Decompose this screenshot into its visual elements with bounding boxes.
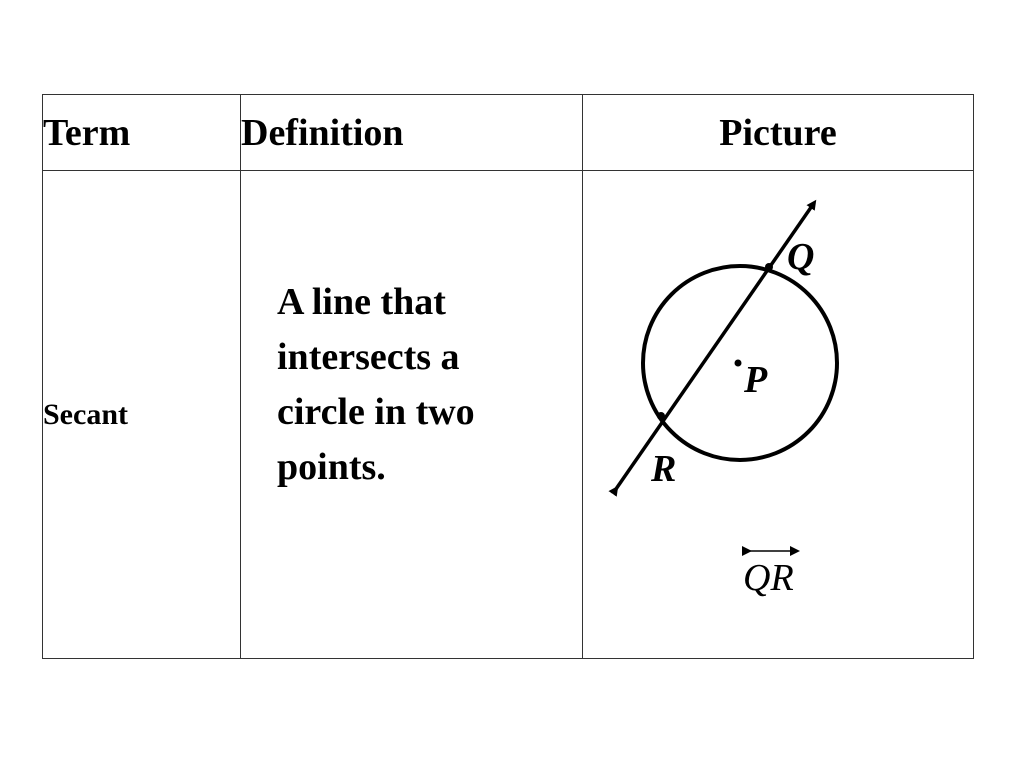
table-row: Secant A line that intersects a circle i…: [42, 170, 974, 659]
point-q-dot: [765, 263, 773, 271]
term-header: Term: [42, 94, 241, 171]
secant-diagram: Q P R QR: [608, 199, 839, 599]
point-r-dot: [657, 412, 665, 420]
secant-notation: QR: [743, 557, 794, 599]
picture-cell: Q P R QR: [582, 170, 974, 659]
vocabulary-table: Term Definition Picture Secant A line th…: [42, 94, 974, 659]
point-r-label: R: [650, 448, 676, 490]
term-cell: Secant: [42, 170, 241, 659]
definition-cell: A line that intersects a circle in two p…: [240, 170, 583, 659]
picture-header: Picture: [582, 94, 974, 171]
point-q-label: Q: [787, 236, 814, 278]
secant-line: [608, 199, 817, 497]
term-text: Secant: [43, 397, 128, 431]
point-p-dot: [734, 359, 742, 367]
point-p-label: P: [743, 359, 768, 401]
definition-text: A line that intersects a circle in two p…: [277, 281, 475, 488]
definition-header: Definition: [240, 94, 583, 171]
header-row: Term Definition Picture: [42, 94, 974, 171]
